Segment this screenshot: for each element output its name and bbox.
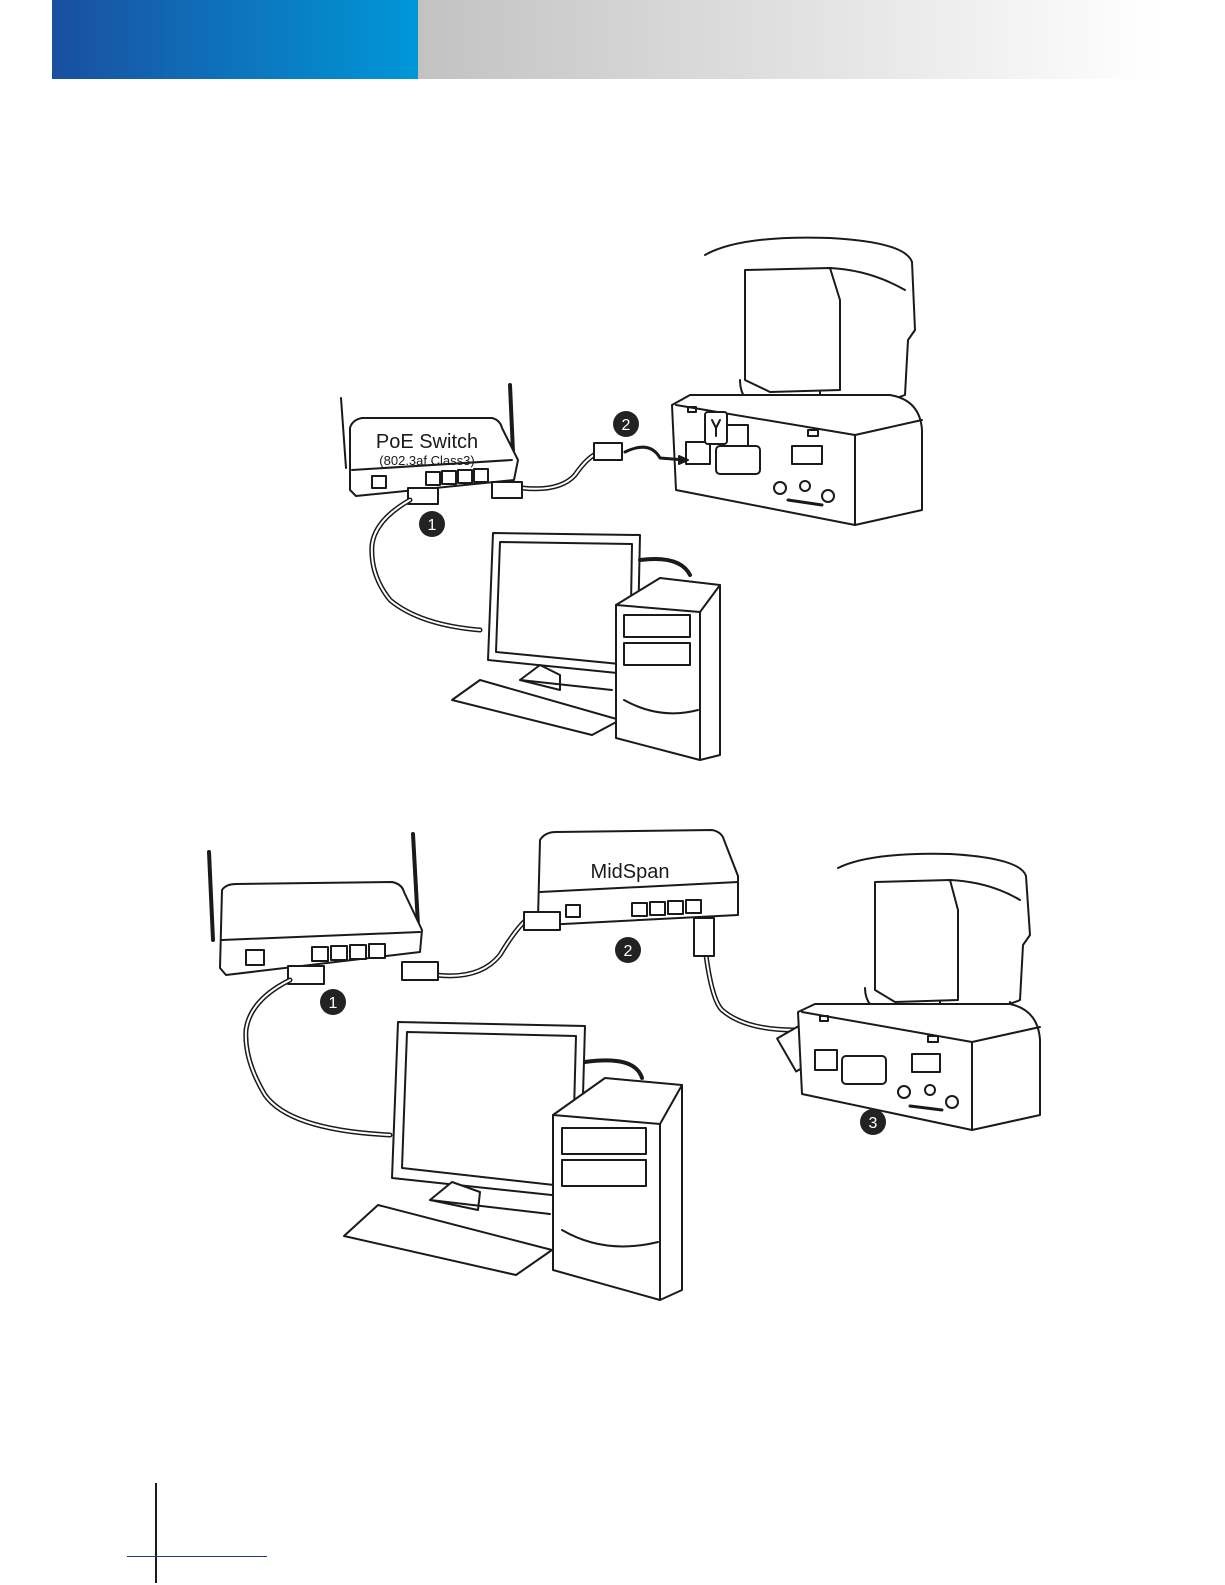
midspan-injector: MidSpan bbox=[538, 830, 738, 925]
computer-1 bbox=[452, 533, 720, 760]
rj45-plug bbox=[408, 488, 438, 504]
rj45-plug bbox=[402, 962, 438, 980]
ptz-camera-2 bbox=[798, 854, 1040, 1130]
svg-text:2: 2 bbox=[624, 943, 633, 960]
midspan-label: MidSpan bbox=[591, 861, 670, 883]
computer-2 bbox=[344, 1022, 682, 1300]
svg-text:1: 1 bbox=[329, 995, 338, 1012]
step-badge-1: 1 bbox=[320, 989, 346, 1015]
ptz-camera-1 bbox=[672, 238, 922, 525]
cable-switch-to-camera-outer bbox=[522, 452, 600, 489]
rj45-plug bbox=[694, 918, 714, 956]
rj45-plug bbox=[288, 966, 324, 984]
cable-router-to-midspan-outer bbox=[436, 920, 526, 976]
step-badge-1: 1 bbox=[419, 511, 445, 537]
router bbox=[209, 834, 422, 975]
svg-text:1: 1 bbox=[428, 517, 437, 534]
rj45-plug bbox=[492, 482, 522, 498]
poe-switch: PoE Switch (802.3af Class3) bbox=[341, 385, 518, 496]
cable-router-to-pc-inner bbox=[246, 980, 390, 1135]
svg-text:2: 2 bbox=[622, 417, 631, 434]
cable-midspan-to-camera-outer bbox=[706, 955, 795, 1030]
cable-router-to-pc-outer bbox=[246, 980, 390, 1135]
footer-vertical-rule bbox=[155, 1483, 157, 1583]
diagram-midspan: MidSpan bbox=[209, 830, 1040, 1300]
cable-midspan-to-camera-inner bbox=[706, 955, 795, 1030]
diagram-poe-switch: PoE Switch (802.3af Class3) bbox=[341, 238, 922, 760]
svg-text:3: 3 bbox=[869, 1115, 878, 1132]
switch-subtitle: (802.3af Class3) bbox=[379, 453, 474, 468]
rj45-plug bbox=[524, 912, 560, 930]
step-badge-3: 3 bbox=[860, 1109, 886, 1135]
step-badge-2: 2 bbox=[613, 411, 639, 437]
switch-title: PoE Switch bbox=[376, 431, 478, 453]
rj45-plug bbox=[594, 443, 622, 460]
footer-horizontal-rule bbox=[127, 1556, 267, 1557]
step-badge-2: 2 bbox=[615, 937, 641, 963]
